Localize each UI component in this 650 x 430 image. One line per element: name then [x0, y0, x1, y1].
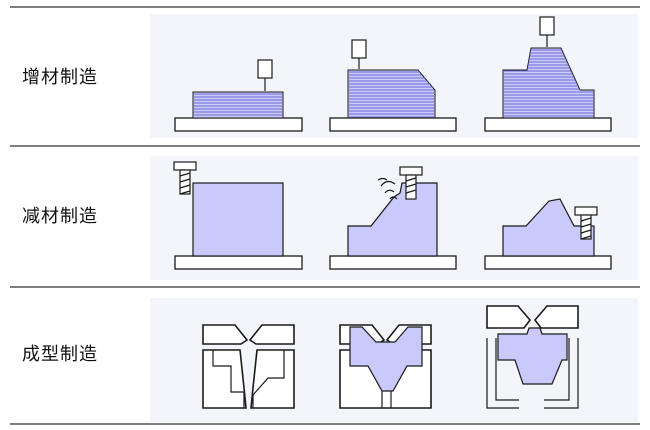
- cutting-tool-icon: [173, 161, 197, 195]
- workpiece: [502, 198, 595, 257]
- build-plate: [329, 117, 457, 132]
- part-layers: [194, 93, 282, 116]
- row-label-forming: 成型制造: [22, 344, 98, 365]
- part-layers: [349, 71, 434, 118]
- build-plate: [174, 117, 303, 132]
- machine-bed: [484, 255, 612, 270]
- workpiece: [347, 182, 438, 257]
- workpiece: [192, 182, 284, 257]
- machine-bed: [174, 255, 303, 270]
- forming-stage-2: [339, 324, 432, 409]
- printed-part: [347, 69, 436, 119]
- molded-part: [349, 326, 423, 392]
- row-label-subtractive: 减材制造: [22, 206, 98, 227]
- additive-stage-2: [329, 39, 457, 132]
- additive-stage-3: [484, 16, 612, 132]
- subtractive-stage-3: [484, 198, 612, 270]
- cutting-tool-icon: [574, 206, 598, 240]
- subtractive-stage-1: [173, 161, 303, 270]
- mold-cavity-line: [212, 350, 245, 408]
- forming-stage-1: [202, 324, 295, 409]
- chips-icon: [377, 177, 398, 200]
- part-layers: [504, 49, 593, 117]
- build-plate: [484, 117, 612, 132]
- forming-stage-3: [486, 305, 579, 409]
- printer-nozzle-icon: [539, 16, 555, 47]
- additive-stage-1: [174, 59, 303, 132]
- printer-nozzle-icon: [351, 39, 367, 69]
- row-label-additive: 增材制造: [22, 67, 98, 88]
- cutting-tool-icon: [399, 166, 423, 200]
- mold-cavity-line: [252, 350, 285, 408]
- printer-nozzle-icon: [257, 59, 273, 91]
- subtractive-stage-2: [329, 166, 457, 270]
- molded-part: [497, 327, 568, 385]
- mold-icon: [202, 324, 295, 409]
- machine-bed: [329, 255, 457, 270]
- mold-icon: [486, 305, 579, 409]
- printed-part: [192, 91, 284, 119]
